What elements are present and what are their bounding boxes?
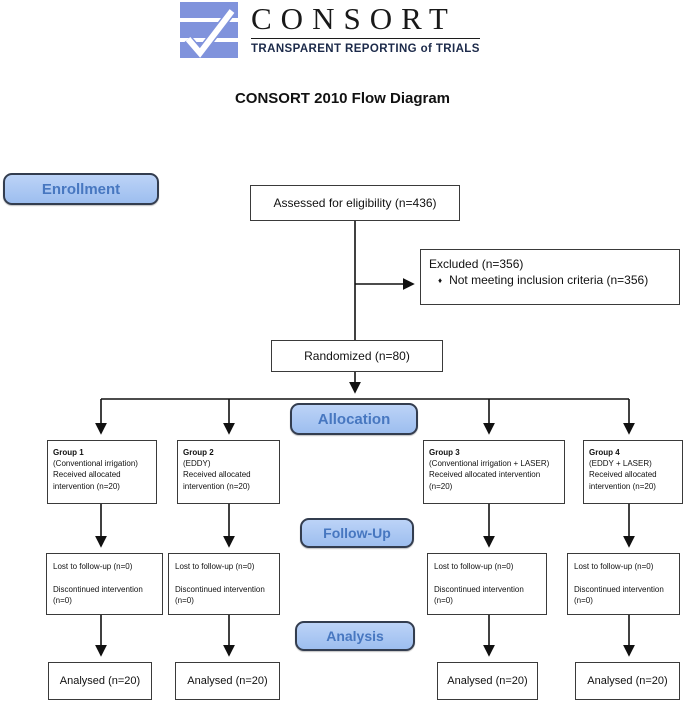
group-4-discontinued: Discontinued intervention (n=0) (574, 584, 664, 605)
group-4-arm: (EDDY + LASER) (589, 459, 652, 469)
group-2-name: Group 2 (183, 448, 214, 457)
group-2-received: Received allocated intervention (n=20) (183, 470, 251, 491)
group-3-followup-box: Lost to follow-up (n=0) Discontinued int… (427, 553, 547, 615)
group-4-received: Received allocated intervention (n=20) (589, 470, 657, 491)
consort-wordmark: CONSORT (251, 1, 457, 36)
group-1-name: Group 1 (53, 448, 84, 457)
consort-logo-icon (180, 2, 238, 63)
bullet-diamond-icon: ♦ (438, 276, 443, 285)
group-1-received: Received allocated intervention (n=20) (53, 470, 121, 491)
group-3-arm: (Conventional irrigation + LASER) (429, 459, 550, 469)
group-4-analysed-box: Analysed (n=20) (575, 662, 680, 700)
group-3-lost: Lost to follow-up (n=0) (434, 562, 514, 571)
group-2-arm: (EDDY) (183, 459, 211, 469)
group-2-followup-box: Lost to follow-up (n=0) Discontinued int… (168, 553, 280, 615)
excluded-reason-row: ♦ Not meeting inclusion criteria (n=356) (438, 273, 671, 287)
group-1-arm: (Conventional irrigation) (53, 459, 138, 469)
group-4-name: Group 4 (589, 448, 620, 457)
logo-divider (251, 38, 480, 39)
group-4-followup-box: Lost to follow-up (n=0) Discontinued int… (567, 553, 680, 615)
group-2-discontinued: Discontinued intervention (n=0) (175, 584, 265, 605)
assessed-eligibility-box: Assessed for eligibility (n=436) (250, 185, 460, 221)
stage-badge-enrollment: Enrollment (3, 173, 159, 205)
group-3-discontinued: Discontinued intervention (n=0) (434, 584, 524, 605)
group-2-analysed-box: Analysed (n=20) (175, 662, 280, 700)
group-3-received: Received allocated intervention (n=20) (429, 470, 541, 491)
page-title: CONSORT 2010 Flow Diagram (234, 90, 451, 107)
group-3-name: Group 3 (429, 448, 460, 457)
group-1-followup-box: Lost to follow-up (n=0) Discontinued int… (46, 553, 163, 615)
group-3-allocation-box: Group 3 (Conventional irrigation + LASER… (423, 440, 565, 504)
group-2-lost: Lost to follow-up (n=0) (175, 562, 255, 571)
stage-badge-allocation: Allocation (290, 403, 418, 435)
excluded-reason: Not meeting inclusion criteria (n=356) (449, 273, 649, 287)
consort-tagline: TRANSPARENT REPORTING of TRIALS (251, 43, 480, 55)
group-3-analysed-box: Analysed (n=20) (437, 662, 538, 700)
stage-badge-analysis: Analysis (295, 621, 415, 651)
excluded-title: Excluded (n=356) (429, 257, 524, 271)
group-1-discontinued: Discontinued intervention (n=0) (53, 584, 143, 605)
group-1-allocation-box: Group 1 (Conventional irrigation) Receiv… (47, 440, 157, 504)
group-4-allocation-box: Group 4 (EDDY + LASER) Received allocate… (583, 440, 683, 504)
group-1-analysed-box: Analysed (n=20) (48, 662, 152, 700)
group-2-allocation-box: Group 2 (EDDY) Received allocated interv… (177, 440, 280, 504)
group-1-lost: Lost to follow-up (n=0) (53, 562, 133, 571)
group-4-lost: Lost to follow-up (n=0) (574, 562, 654, 571)
randomized-box: Randomized (n=80) (271, 340, 443, 372)
excluded-box: Excluded (n=356) ♦ Not meeting inclusion… (420, 249, 680, 305)
stage-badge-follow-up: Follow-Up (300, 518, 414, 548)
